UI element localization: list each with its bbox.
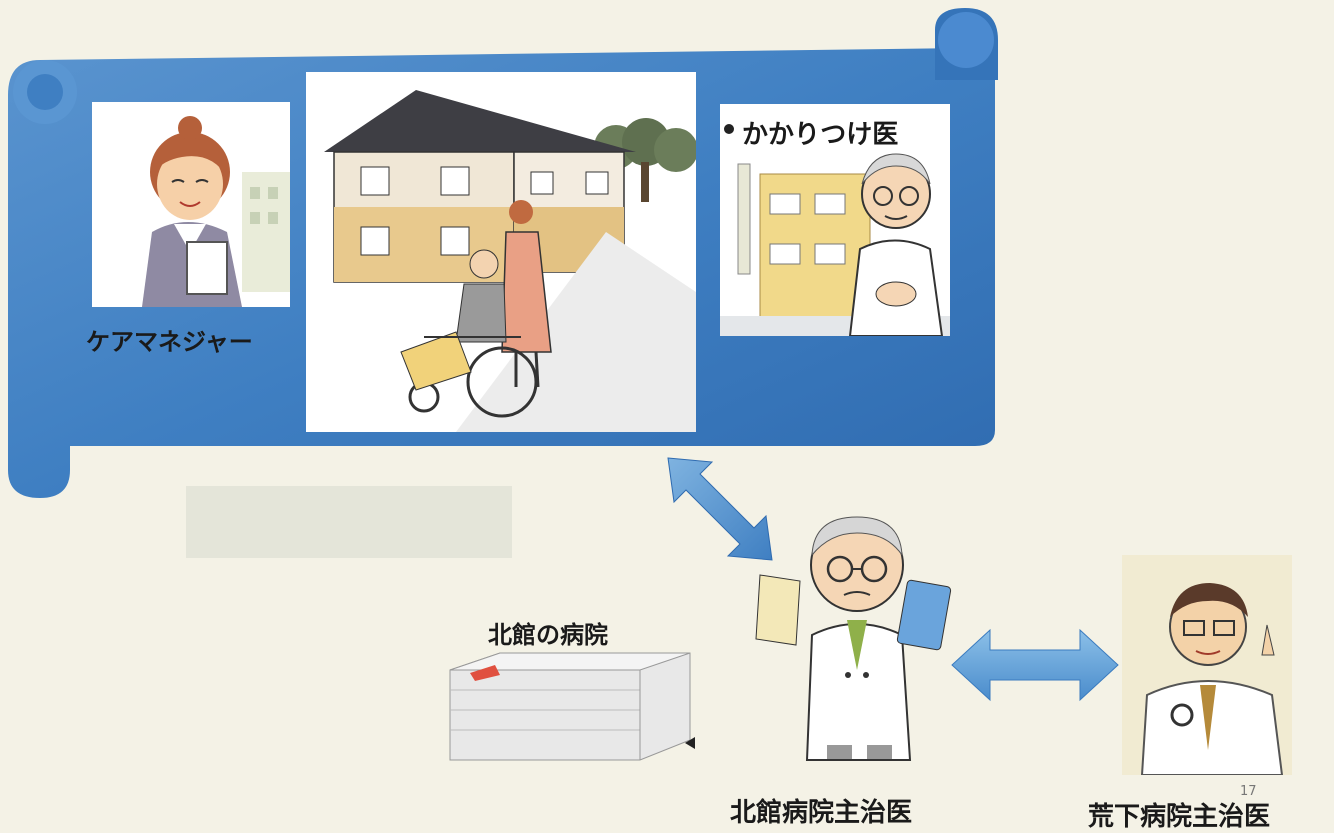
care-manager-label: ケアマネジャー <box>86 328 253 356</box>
faded-green-box <box>186 486 512 558</box>
bullet-dot <box>724 124 734 134</box>
family-doctor-label: かかりつけ医 <box>742 120 899 150</box>
home-care-panel <box>306 72 698 432</box>
page-number: 17 <box>1240 784 1257 799</box>
diagonal-double-arrow <box>667 457 773 561</box>
arashita-doctor-illustration <box>1140 583 1284 776</box>
family-doctor-illustration <box>720 153 950 337</box>
kitadate-attending-label: 北館病院主治医 <box>730 798 913 828</box>
kitadate-doctor-illustration <box>755 516 952 761</box>
horizontal-double-arrow <box>951 628 1119 702</box>
paper-stack <box>449 652 695 761</box>
arashita-attending-label: 荒下病院主治医 <box>1088 802 1271 832</box>
family-doctor-panel <box>720 104 950 337</box>
care-manager-illustration <box>142 116 290 307</box>
kitadate-hospital-label: 北館の病院 <box>488 621 608 649</box>
care-manager-panel <box>92 102 290 307</box>
house-wheelchair-illustration <box>324 90 698 432</box>
arashita-doctor-panel <box>1122 555 1292 776</box>
